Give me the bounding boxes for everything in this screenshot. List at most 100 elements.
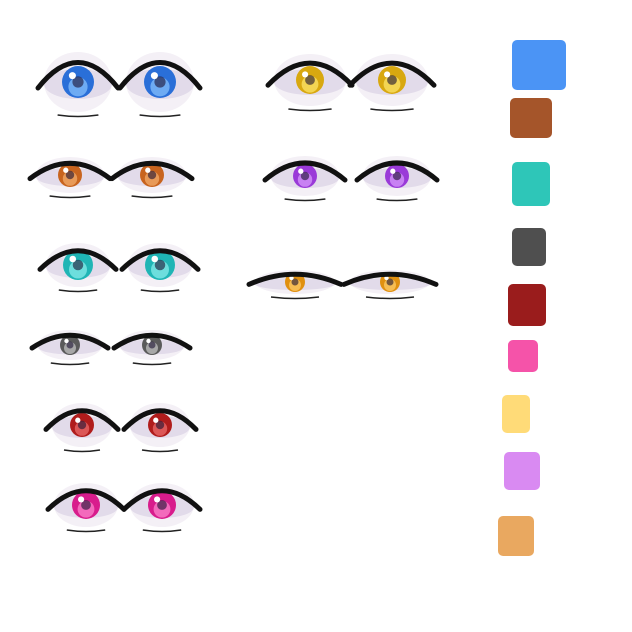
lower-lash-line [49,195,91,199]
eye-sparkle [150,72,158,80]
upper-lash-line [262,160,348,183]
left-eye [37,243,119,293]
right-eye [121,483,203,533]
lower-lash-line [270,296,320,300]
lower-lash-line [142,529,182,533]
pupil [305,75,315,85]
lower-lash-line [63,449,101,453]
upper-lash-line [35,60,121,91]
eye-sparkle [63,167,69,173]
left-eye [246,270,344,300]
left-eye [29,330,111,366]
right-eye [341,270,439,300]
pupil [77,420,87,430]
lower-lash-line [376,198,418,202]
pupil [148,341,156,349]
pupil [81,500,91,510]
upper-lash-line [43,408,121,432]
pupil [154,76,166,88]
left-eye [27,157,113,199]
pupil [72,259,84,271]
right-eye [117,52,203,118]
swatch-dark-red [508,284,546,326]
upper-lash-line [111,332,193,351]
upper-lash-line [341,271,439,287]
pupil [155,420,165,430]
upper-lash-line [29,332,111,351]
eye-sparkle [384,71,391,78]
eye-sparkle [69,255,77,263]
swatch-teal [512,162,550,206]
left-eye [265,54,355,112]
swatch-blue [512,40,566,90]
pupil [66,341,74,349]
pupil [147,170,157,180]
swatch-dark-gray [512,228,546,266]
swatch-pink [508,340,538,372]
lower-lash-line [50,362,90,366]
yellow-eyes [265,54,437,112]
left-eye [262,156,348,202]
right-eye [121,403,199,453]
swatch-lilac [504,452,540,490]
lower-lash-line [140,289,180,293]
eye-sparkle [384,275,389,281]
orange-eyes [27,157,195,199]
eye-sparkle [64,338,69,344]
blue-eyes [35,52,203,118]
lower-lash-line [141,449,179,453]
lower-lash-line [284,198,326,202]
left-eye [35,52,121,118]
pupil [291,278,299,286]
lower-lash-line [57,114,99,118]
right-eye [354,156,440,202]
lower-lash-line [370,108,414,112]
upper-lash-line [117,60,203,91]
left-eye [45,483,127,533]
pink-eyes [45,483,203,533]
upper-lash-line [121,488,203,512]
lower-lash-line [365,296,415,300]
upper-lash-line [121,408,199,432]
eye-sparkle [153,417,159,423]
right-eye [347,54,437,112]
eye-sparkle [154,496,161,503]
lower-lash-line [139,114,181,118]
pupil [392,171,402,181]
left-eye [43,403,121,453]
eye-sparkle [75,417,81,423]
right-eye [109,157,195,199]
swatch-brown [510,98,552,138]
teal-eyes [37,243,201,293]
pupil [72,76,84,88]
amber-eyes [246,270,439,300]
upper-lash-line [265,60,355,88]
eye-sparkle [298,168,304,174]
eye-sparkle [302,71,309,78]
upper-lash-line [347,60,437,88]
eye-sparkle [78,496,85,503]
gray-eyes [29,330,193,366]
pupil [154,259,166,271]
lower-lash-line [66,529,106,533]
right-eye [119,243,201,293]
upper-lash-line [109,160,195,182]
upper-lash-line [119,248,201,272]
upper-lash-line [246,271,344,287]
color-swatches [498,40,566,556]
pupil [65,170,75,180]
eye-sparkle [289,275,294,281]
lower-lash-line [58,289,98,293]
lower-lash-line [288,108,332,112]
eye-sparkle [390,168,396,174]
pupil [157,500,167,510]
pupil [387,75,397,85]
red-eyes [43,403,199,453]
lower-lash-line [132,362,172,366]
eye-sparkle [145,167,151,173]
upper-lash-line [27,160,113,182]
eye-sparkle [151,255,159,263]
pupil [300,171,310,181]
upper-lash-line [37,248,119,272]
